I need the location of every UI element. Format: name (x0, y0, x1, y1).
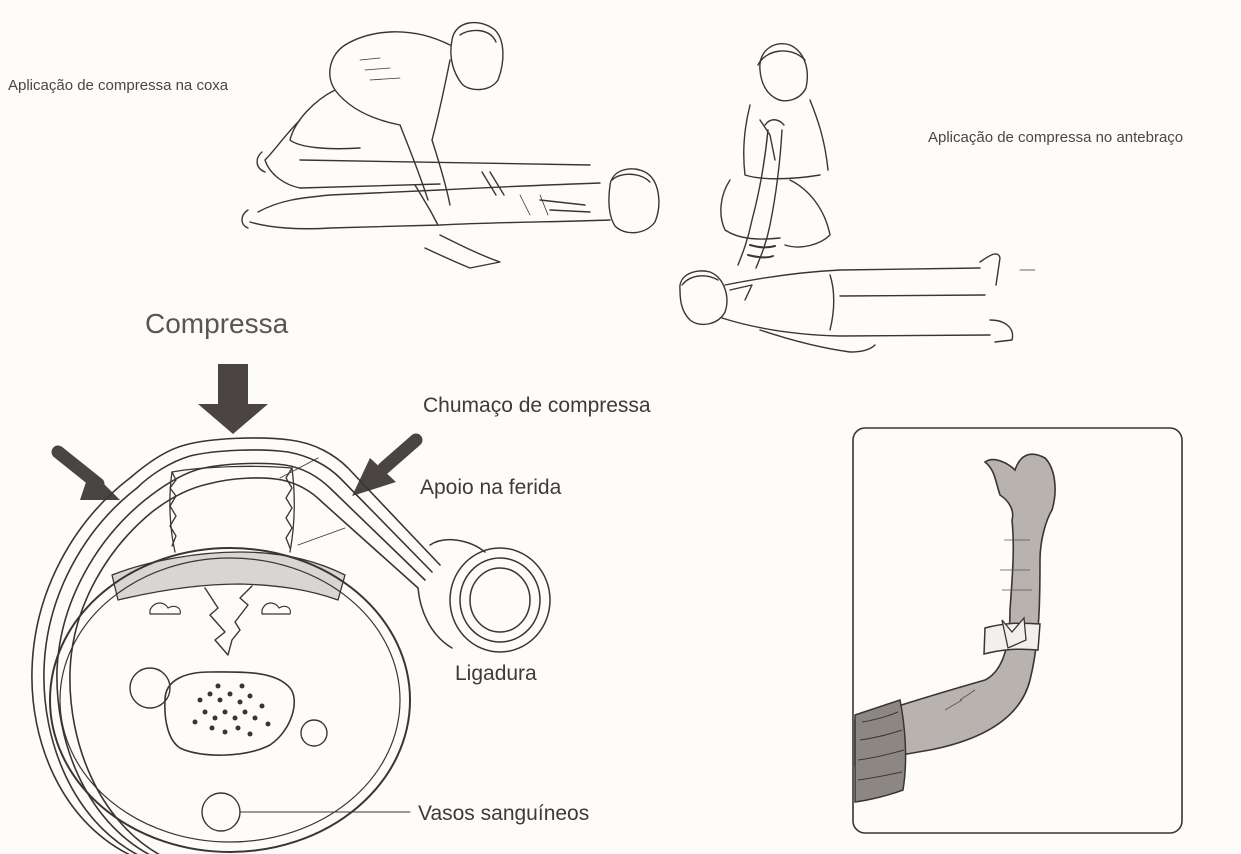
scene-thigh-compress (242, 23, 659, 268)
scene-forearm-compress (680, 44, 1035, 352)
rolled-sleeve (855, 700, 906, 802)
bone-icon (165, 672, 294, 755)
pressure-arrow-right (352, 440, 416, 496)
tissue-mark-left (150, 603, 180, 614)
pressure-arrow-top (198, 364, 268, 434)
bandage-roll (418, 540, 550, 652)
tissue-mark-right (262, 603, 290, 614)
bandage-cross-section (32, 364, 550, 854)
vessel-right (301, 720, 327, 746)
wound-icon (205, 586, 252, 655)
vessel-bottom (202, 793, 240, 831)
pressure-arrow-left (58, 452, 120, 500)
bandage-wraps (32, 438, 440, 854)
bone-marrow (193, 684, 271, 737)
vessel-left (130, 668, 170, 708)
arm-tourniquet-panel (853, 428, 1182, 833)
